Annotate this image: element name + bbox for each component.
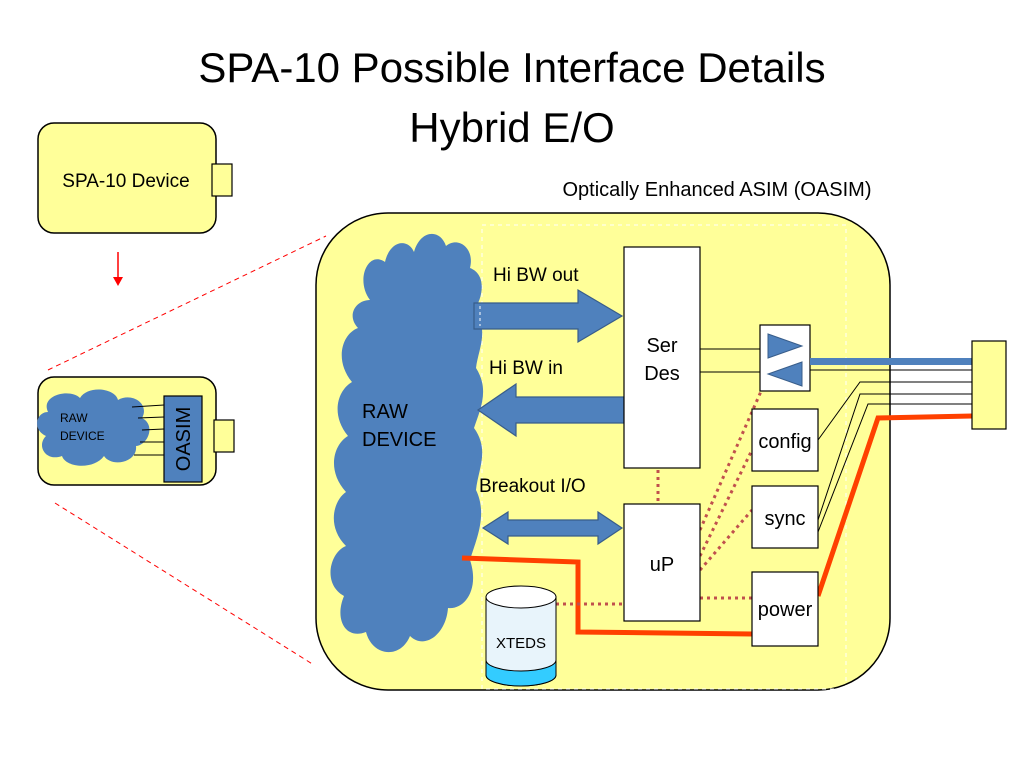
spa10-connector (211, 163, 233, 197)
raw-device-cloud (330, 233, 484, 653)
power-box (751, 571, 819, 647)
dotted-links (556, 379, 768, 606)
hi-bw-out-arrow (473, 288, 624, 344)
down-arrow (113, 252, 123, 286)
title-line-1: SPA-10 Possible Interface Details (198, 44, 826, 91)
fiber-line (810, 358, 972, 365)
oasim-caption: Optically Enhanced ASIM (OASIM) (562, 179, 871, 201)
up-box (623, 503, 701, 622)
receive-triangle (766, 361, 803, 387)
sync-box (751, 485, 819, 549)
zoom-lines (47, 235, 327, 666)
small-raw-device-label-2: DEVICE (60, 429, 105, 443)
small-raw-device-label-1: RAW (60, 411, 88, 425)
breakout-io-arrow (481, 510, 624, 546)
small-oasim-label: OASIM (173, 407, 195, 471)
small-oasim-module: RAW DEVICE OASIM (37, 376, 235, 486)
hi-bw-out-label: Hi BW out (493, 265, 579, 286)
external-connector (971, 340, 1007, 430)
raw-device-label-2: DEVICE (362, 429, 436, 451)
small-module-connector (213, 419, 235, 453)
optical-transceiver (759, 324, 811, 392)
small-signal-lines (131, 404, 165, 456)
serdes-label-1: Ser (646, 335, 677, 357)
small-oasim-box (163, 395, 203, 483)
up-label: uP (650, 554, 674, 576)
serdes-label-2: Des (644, 363, 680, 385)
serdes-box (623, 246, 701, 469)
xteds-label: XTEDS (496, 635, 546, 652)
config-box (751, 408, 819, 472)
power-line-external (815, 413, 973, 597)
sync-label: sync (764, 508, 805, 530)
raw-device-label-1: RAW (362, 401, 408, 423)
power-label: power (758, 599, 813, 621)
hi-bw-in-label: Hi BW in (489, 358, 563, 379)
transmit-triangle (767, 333, 804, 359)
serdes-signal-lines (700, 348, 768, 373)
config-label: config (758, 431, 811, 453)
spa10-device-label: SPA-10 Device (62, 171, 189, 192)
external-signal-lines (810, 369, 972, 533)
small-raw-device-cloud (37, 389, 150, 466)
spa10-device: SPA-10 Device (37, 122, 233, 234)
hi-bw-in-arrow (476, 382, 625, 438)
power-line-internal (461, 555, 753, 637)
xteds-cylinder: XTEDS (485, 585, 557, 687)
breakout-io-label: Breakout I/O (479, 476, 586, 497)
title-line-2: Hybrid E/O (409, 104, 615, 151)
